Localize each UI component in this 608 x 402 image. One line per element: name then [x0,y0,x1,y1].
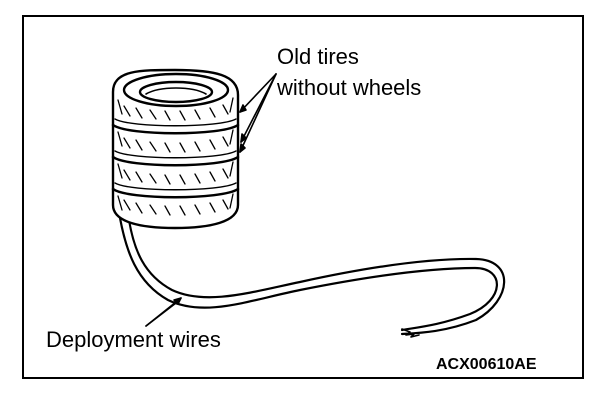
label-without-wheels: without wheels [277,75,422,100]
wires-leader-lines [145,297,182,327]
figure-code: ACX00610AE [436,356,537,373]
tires-leader-lines [239,73,277,153]
tire-stack [111,68,240,230]
label-deployment-wires: Deployment wires [46,327,221,352]
label-old-tires: Old tires [277,44,359,69]
deployment-wires [118,216,506,338]
